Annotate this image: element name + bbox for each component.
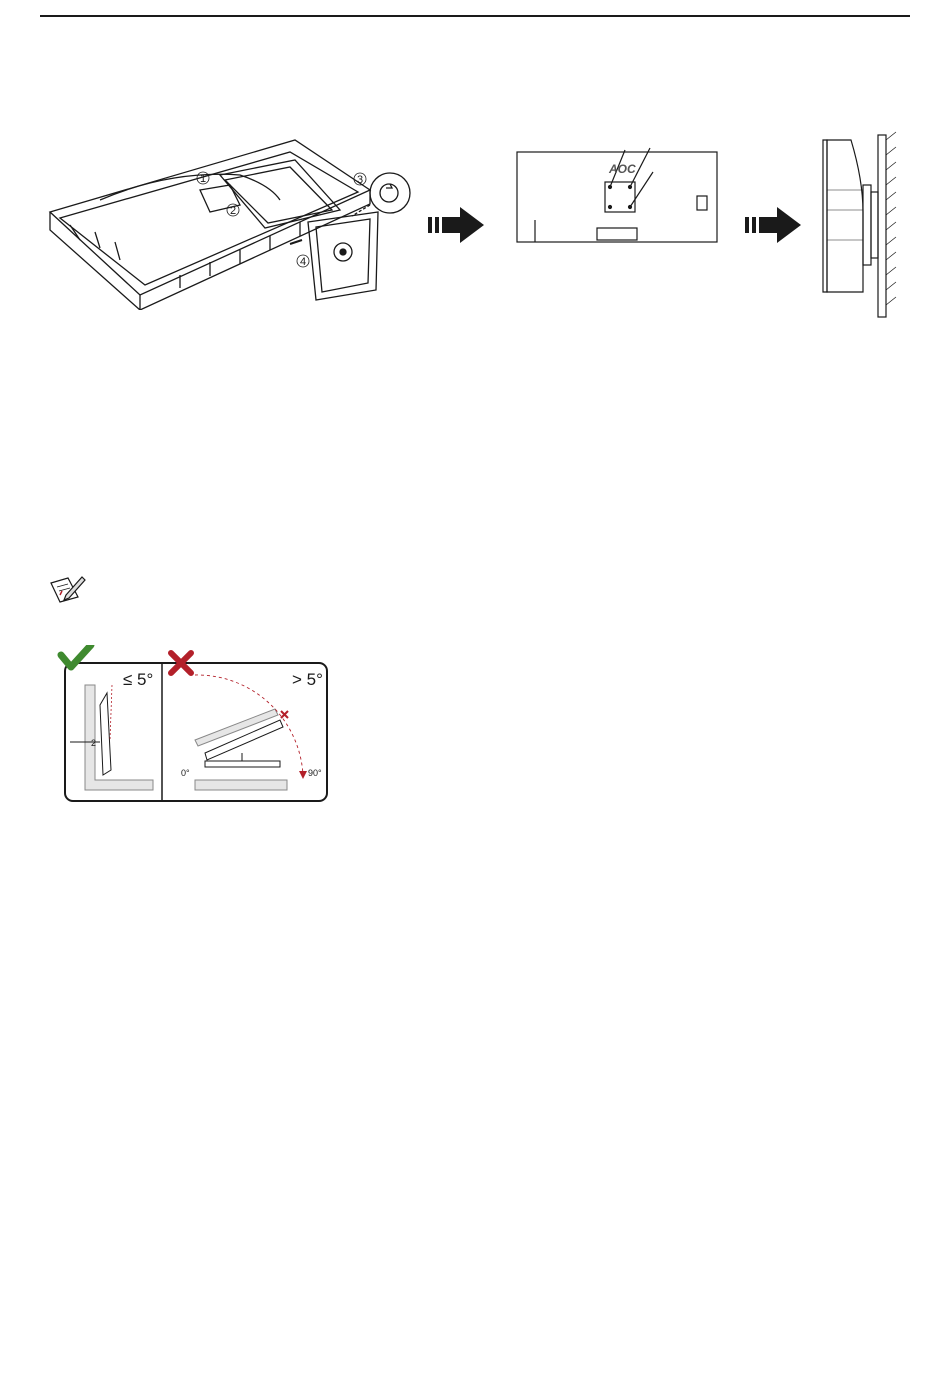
top-rule [40,15,910,17]
step-4-label: 4 [300,256,306,268]
tilt-angle-diagram: 2 ≤ 5° > 5° 0° 90° [55,645,335,805]
monitor-back-illustration: AOC [515,140,725,250]
bad-angle-label: > 5° [292,670,323,689]
note-pencil-icon [48,575,88,605]
zero-degree-label: 0° [181,768,190,778]
ok-angle-label: ≤ 5° [123,670,153,689]
arrow-right-icon-2 [745,205,805,245]
step-1-label: 1 [200,173,206,185]
step-3-label: 3 [357,174,363,186]
aoc-logo: AOC [608,162,636,176]
stand-removal-illustration: 1 2 3 4 [40,130,420,310]
arrow-right-icon [428,205,488,245]
step-2-label: 2 [230,205,236,217]
wall-mount-side-illustration [815,130,915,325]
small-dimension-label: 2 [91,738,96,748]
ninety-degree-label: 90° [308,768,322,778]
